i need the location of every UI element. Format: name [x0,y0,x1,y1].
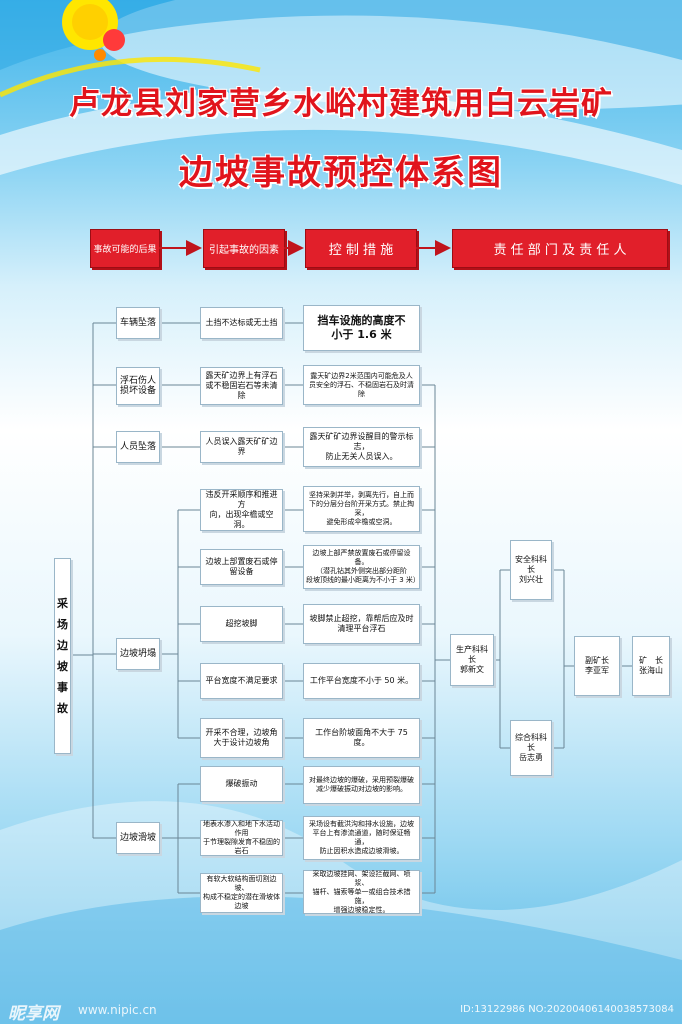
consequence-person-fall: 人员坠落 [116,431,160,463]
measure-11: 采取边坡挂网、架设拦截网、喷浆、 锚杆、锚索等单一或组合技术措施， 增强边坡稳定… [303,870,420,914]
header-factors: 引起事故的因素 [203,229,285,268]
measure-3: 露天矿矿边界设醒目的警示标志， 防止无关人员误入。 [303,427,420,467]
resp-deputy-director: 副矿长 李亚军 [574,636,620,696]
resp-safety: 安全科科长 刘兴壮 [510,540,552,600]
measure-1: 挡车设施的高度不 小于 1.6 米 [303,305,420,351]
factor-2: 露天矿边界上有浮石 或不稳固岩石等未清除 [200,367,283,405]
measure-6: 坡脚禁止超挖，靠帮后应及时 清理平台浮石 [303,604,420,644]
header-label: 责 任 部 门 及 责 任 人 [493,243,627,258]
root-slope-accident: 采 场 边 坡 事 故 [54,558,71,754]
watermark-logo: 昵享网 [8,1004,59,1024]
header-label: 引起事故的因素 [209,245,279,256]
factor-11: 有软大软结构面切割边坡、 构成不稳定的潜在滑坡体边坡 [200,873,283,913]
watermark-bar: 昵享网 www.nipic.cn ID:13122986 NO:20200406… [0,996,682,1024]
consequence-slope-slide: 边坡滑坡 [116,822,160,854]
resp-director: 矿 长 张海山 [632,636,670,696]
consequence-vehicle-fall: 车辆坠落 [116,307,160,339]
factor-10: 地表水渗入和地下水活动作用 于节理裂隙发育不稳固的岩石 [200,820,283,856]
consequence-slope-collapse: 边坡坍塌 [116,638,160,670]
factor-7: 平台宽度不满足要求 [200,663,283,699]
measure-2: 露天矿边界2米范围内可能危及人 员安全的浮石、不稳固岩石及时清除 [303,365,420,405]
header-label: 事故可能的后果 [93,245,157,255]
measure-8: 工作台阶坡面角不大于 75 度。 [303,718,420,758]
consequence-rockfall-injury: 浮石伤人 损坏设备 [116,367,160,405]
measure-9: 对最终边坡的爆破，采用预裂爆破 减少爆破振动对边坡的影响。 [303,766,420,804]
measure-7: 工作平台宽度不小于 50 米。 [303,663,420,699]
factor-4: 违反开采顺序和推进方 向，出现伞檐或空洞。 [200,489,283,531]
measure-10: 采场设有截洪沟和排水设施，边坡 平台上有渗流通道，随时保证畅通， 防止因积水造成… [303,816,420,860]
measure-4: 坚持采剥并举，剥离先行，自上而 下的分层分台阶开采方式。禁止掏采， 避免形成伞檐… [303,486,420,532]
resp-general: 综合科科长 岳志勇 [510,720,552,776]
factor-3: 人员误入露天矿矿边界 [200,431,283,463]
factor-9: 爆破振动 [200,766,283,802]
measure-5: 边坡上部严禁放置废石或停留设备。 （潜孔钻其外侧突出部分距阶 段坡顶线的最小距离… [303,545,420,589]
factor-6: 超挖坡脚 [200,606,283,642]
header-measures: 控 制 措 施 [305,229,417,268]
factor-8: 开采不合理，边坡角 大于设计边坡角 [200,718,283,758]
title-line-2: 边坡事故预控体系图 [179,153,503,193]
header-label: 控 制 措 施 [328,243,394,258]
watermark-id: ID:13122986 NO:20200406140038573084 [460,1004,674,1015]
title-line-1: 卢龙县刘家营乡水峪村建筑用白云岩矿 [69,86,613,122]
resp-production: 生产科科长 郭新文 [450,634,494,686]
factor-5: 边坡上部置废石或停留设备 [200,549,283,585]
watermark-url: www.nipic.cn [78,1003,157,1017]
factor-1: 土挡不达标或无土挡 [200,307,283,339]
header-responsibility: 责 任 部 门 及 责 任 人 [452,229,668,268]
